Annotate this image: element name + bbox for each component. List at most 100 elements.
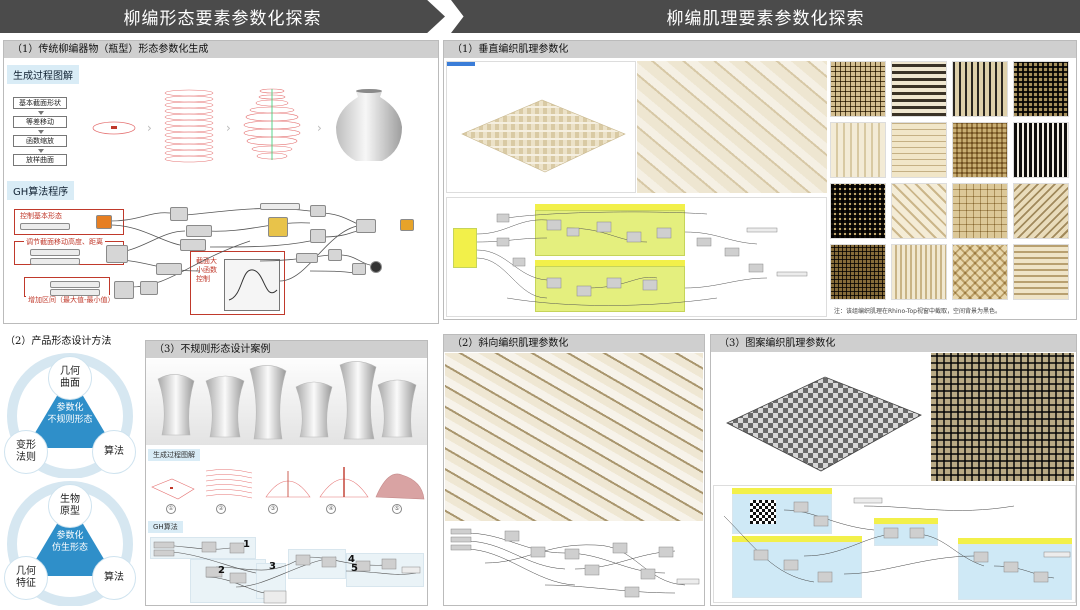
gh-label-function: 截面大小函数控制 (194, 257, 222, 284)
gh-label-move: 调节截面移动高度、距离 (24, 237, 105, 247)
panel-design-method: （2）产品形态设计方法 几何 曲面 变形 法则 算法 参数化 不规则形态 生物 … (3, 328, 139, 608)
gh-component[interactable] (296, 253, 318, 263)
weave-texture (952, 61, 1008, 117)
weave-texture (830, 122, 886, 178)
gh-component[interactable] (352, 263, 366, 275)
step-3: 函数缩放 (13, 135, 67, 147)
panel-vertical-weave: （1）垂直编织肌理参数化 (443, 40, 1077, 320)
panel-title: （3）图案编织肌理参数化 (711, 335, 1076, 352)
gh-component[interactable] (140, 281, 158, 295)
ring2-left: 几何 特征 (4, 556, 48, 600)
gh-diagonal-program (450, 528, 700, 598)
gh-component[interactable] (356, 219, 376, 233)
svg-text:›: › (147, 121, 152, 135)
irregular-process-illustration (151, 467, 425, 500)
gh-component[interactable] (180, 239, 206, 251)
gh-component[interactable] (114, 281, 134, 299)
gh-component[interactable] (186, 225, 212, 237)
gh-tag: GH算法程序 (7, 181, 75, 200)
panel-title: （2）斜向编织肌理参数化 (444, 335, 704, 352)
step-number: ② (216, 504, 226, 514)
weave-texture (830, 244, 886, 300)
gh-group-function (190, 251, 285, 315)
gh-slider[interactable] (30, 258, 80, 265)
graph-mapper[interactable] (224, 259, 280, 311)
gh-step-number: 1 (243, 539, 250, 550)
weave-texture (952, 183, 1008, 239)
step-2: 等差移动 (13, 116, 67, 128)
weave-closeup-render (637, 61, 827, 193)
gh-component[interactable] (96, 215, 112, 229)
gh-component[interactable] (328, 249, 342, 261)
gh-component[interactable] (156, 263, 182, 275)
step-4: 放样曲面 (13, 154, 67, 166)
diagonal-weave-render (445, 353, 703, 521)
gh-group-base (14, 209, 124, 235)
weave-texture (830, 183, 886, 239)
panel-title: （3）不规则形态设计案例 (146, 341, 427, 358)
weave-texture (891, 61, 947, 117)
vessel-process-illustration: › › › (92, 88, 402, 163)
gh-pattern-program (713, 485, 1076, 603)
lofted-vase (336, 89, 402, 161)
ring1-right: 算法 (92, 430, 136, 474)
panel-pattern-weave: （3）图案编织肌理参数化 (710, 334, 1077, 606)
texture-note: 注：该组编织肌理在Rhino-Top视窗中截取，空间背景为黑色。 (834, 308, 1001, 315)
gh-component[interactable] (268, 217, 288, 237)
graph-curve (228, 269, 278, 301)
viewport-tag (447, 62, 475, 66)
gh-wires (153, 541, 421, 604)
gh-tag: GH算法 (148, 521, 183, 533)
gh-component[interactable] (170, 207, 188, 221)
gh-weave-program (446, 197, 827, 317)
gh-slider[interactable] (50, 289, 100, 296)
gh-group-header (874, 518, 938, 524)
panel-title: （1）垂直编织肌理参数化 (444, 41, 1076, 58)
gh-wires (723, 497, 1071, 583)
panel-irregular-cases: （3）不规则形态设计案例 生成过程图解 (145, 340, 428, 606)
gh-slider[interactable] (20, 223, 70, 230)
step-number: ③ (268, 504, 278, 514)
gh-group (535, 266, 685, 312)
weave-texture (891, 122, 947, 178)
weave-sheet (461, 99, 626, 173)
panel-title: （1）传统柳编器物（瓶型）形态参数化生成 (4, 41, 438, 58)
ring2-top: 生物 原型 (48, 484, 92, 528)
svg-text:›: › (317, 121, 322, 135)
pattern-thumbnail (750, 500, 776, 524)
ring1-left: 变形 法则 (4, 430, 48, 474)
gh-component[interactable] (310, 205, 326, 217)
gh-component[interactable] (400, 219, 414, 231)
panel-vessel-generation: （1）传统柳编器物（瓶型）形态参数化生成 生成过程图解 基本截面形状 等差移动 … (3, 40, 439, 324)
ring2-right: 算法 (92, 556, 136, 600)
gh-group-header (535, 204, 685, 210)
weave-texture (1013, 61, 1069, 117)
gh-group-header (535, 260, 685, 266)
gh-group-header (732, 536, 862, 542)
banner-left: 柳编形态要素参数化探索 (0, 0, 445, 33)
pattern-weave-perspective (713, 353, 929, 481)
gh-step-number: 5 (351, 563, 358, 574)
gh-component[interactable] (260, 203, 300, 210)
gh-label-range: 增加区间（最大值-最小值） (26, 295, 117, 305)
weave-texture (891, 183, 947, 239)
gh-component[interactable] (310, 229, 326, 243)
base-section-ellipse (92, 121, 136, 135)
gh-slider[interactable] (50, 281, 100, 288)
ring1-top: 几何 曲面 (48, 356, 92, 400)
gh-component[interactable] (106, 245, 128, 263)
gh-group-header (958, 538, 1072, 544)
gh-step-number: 3 (269, 561, 276, 572)
pattern-weave-top (931, 353, 1074, 481)
panel-diagonal-weave: （2）斜向编织肌理参数化 (443, 334, 705, 606)
scaled-sections (243, 88, 301, 160)
gh-wires (476, 211, 808, 306)
gh-slider[interactable] (30, 249, 80, 256)
weave-perspective-view (446, 61, 636, 193)
gh-canvas: 控制基本形态 调节截面移动高度、距离 增加区间（最大值-最小值） 截面大小函数控… (10, 201, 434, 319)
ring2-center: 参数化 仿生形态 (51, 531, 88, 553)
process-tag: 生成过程图解 (7, 65, 79, 84)
svg-text:›: › (226, 121, 231, 135)
gh-component[interactable] (370, 261, 382, 273)
